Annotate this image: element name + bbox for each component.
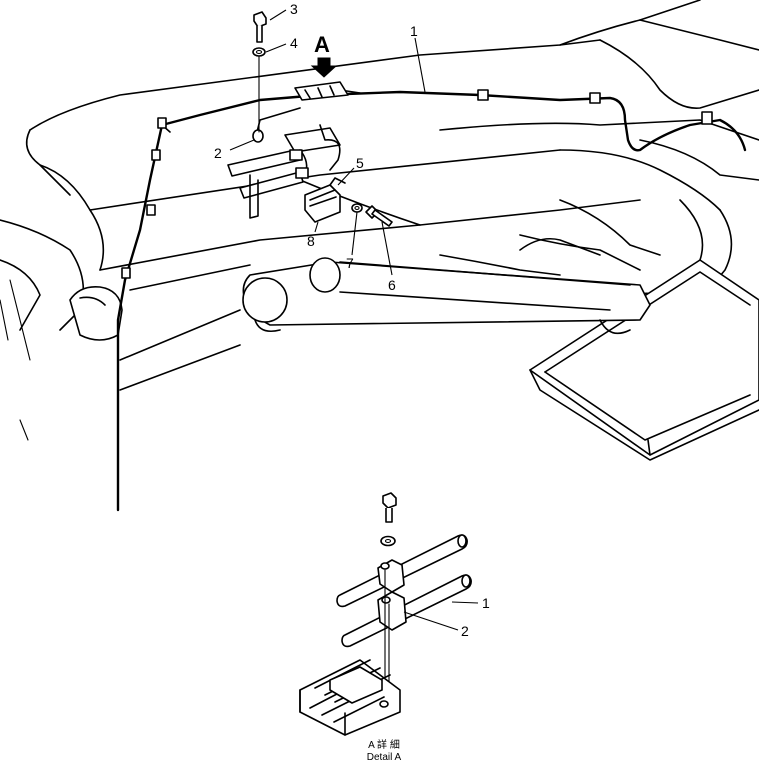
callout-3: 3 <box>290 1 298 17</box>
view-arrow-a: A <box>310 32 338 78</box>
detail-callout-2: 2 <box>461 623 469 639</box>
view-marker-label: A <box>314 32 330 57</box>
callout-4: 4 <box>290 35 298 51</box>
callout-8: 8 <box>307 233 315 249</box>
callout-2: 2 <box>214 145 222 161</box>
detail-a-view: 1 2 A 詳 細 Detail A <box>299 492 490 761</box>
left-clamp-block <box>69 285 123 341</box>
sensor-bracket-assembly <box>227 11 393 227</box>
callout-7: 7 <box>346 255 354 271</box>
machine-frame-outline <box>0 0 759 461</box>
central-shaft <box>242 237 651 335</box>
detail-caption-en: Detail A <box>367 752 402 761</box>
callout-1: 1 <box>410 23 418 39</box>
callout-5: 5 <box>356 155 364 171</box>
wiring-harness <box>116 81 747 512</box>
detail-caption-jp: A 詳 細 <box>368 738 400 751</box>
callout-6: 6 <box>388 277 396 293</box>
main-callouts: 3 4 1 2 5 8 7 6 <box>214 1 426 293</box>
detail-callout-1: 1 <box>482 595 490 611</box>
